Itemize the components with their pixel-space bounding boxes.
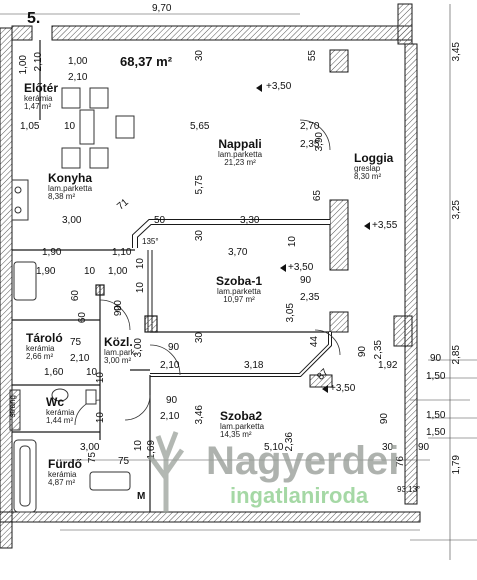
dim-v: 90 xyxy=(357,346,368,358)
room-szoba-1: Szoba-1 lam.parketta 10,97 m² xyxy=(216,274,263,304)
room-wc: Wc kerámia 1,44 m² xyxy=(46,395,75,425)
room-szoba2: Szoba2 lam.parketta 14,35 m² xyxy=(220,409,265,439)
room-kozl: Közl. lam.park. 3,00 m² xyxy=(104,335,137,365)
dim-h: 2,10 xyxy=(160,411,180,422)
dim-h: 3,70 xyxy=(228,247,248,258)
dim-h: 10 xyxy=(64,121,76,132)
dim-h: 5,65 xyxy=(190,121,210,132)
dim-top: 9,70 xyxy=(152,3,172,14)
unit-number: 5. xyxy=(27,10,41,27)
dim-h: 1,10 xyxy=(112,247,132,258)
bathroom-fixtures-icon xyxy=(9,261,131,513)
dim-h: 75 xyxy=(70,337,82,348)
dim-h: 2,70 xyxy=(300,121,320,132)
dim-right: 3,25 xyxy=(451,200,462,220)
dim-h: 1,90 xyxy=(42,247,62,258)
dim-h: 30 xyxy=(382,442,394,453)
room-eloter: Előtér kerámia 1,47 m² xyxy=(24,81,59,111)
dim-h: 1,00 xyxy=(68,56,88,67)
dimension-lines xyxy=(0,4,477,560)
dim-h: 3,00 xyxy=(62,215,82,226)
dim-h: 50 xyxy=(154,215,166,226)
room-konyha: Konyha lam.parketta 8,38 m² xyxy=(48,171,93,201)
elevation-markers xyxy=(256,84,370,393)
dim-h: 90 xyxy=(166,395,178,406)
dim-v: 30 xyxy=(194,332,205,344)
room-loggia: Loggia greslap 8,30 m² xyxy=(354,151,394,181)
meter-label: M xyxy=(137,491,146,502)
level-mark: +3,55 xyxy=(372,220,398,231)
dim-v: 30 xyxy=(194,230,205,242)
dim-h: 2,10 xyxy=(68,72,88,83)
dim-h: 90 xyxy=(430,353,442,364)
dim-v: 10 xyxy=(135,258,146,270)
dim-v: 30 xyxy=(194,50,205,62)
dim-v: 2,10 xyxy=(33,52,44,72)
interior-walls xyxy=(12,40,332,512)
dim-h: 1,60 xyxy=(44,367,64,378)
dim-v: 75 xyxy=(87,452,98,464)
dim-v: 65 xyxy=(312,190,323,202)
dim-right: 1,79 xyxy=(451,455,462,475)
dim-h: 10 xyxy=(84,266,96,277)
dining-table-icon xyxy=(61,87,135,169)
dim-h: 3,18 xyxy=(244,360,264,371)
dim-v: 60 xyxy=(70,290,81,302)
total-area: 68,37 m² xyxy=(120,54,173,69)
dim-h: 1,50 xyxy=(426,410,446,421)
dim-v: 3,00 xyxy=(133,338,144,358)
room-nappali: Nappali lam.parketta 21,23 m² xyxy=(218,137,263,167)
dim-right: 2,85 xyxy=(451,345,462,365)
kitchen-counter-icon xyxy=(11,179,29,221)
dim-h: 10 xyxy=(86,367,98,378)
dim-v: 5,75 xyxy=(194,175,205,195)
loggia-walls xyxy=(309,49,413,388)
dim-h: 1,50 xyxy=(426,371,446,382)
dim-h: 3,30 xyxy=(240,215,260,226)
dim-v: 90 xyxy=(113,300,124,312)
dim-v: 60 xyxy=(77,312,88,324)
dim-v: 1,00 xyxy=(18,55,29,75)
dim-h: 5,10 xyxy=(264,442,284,453)
nagyerdei-logo: Nagyerdei ingatlaniroda xyxy=(138,418,438,528)
dim-v: 10 xyxy=(95,372,106,384)
angle-label: 135° xyxy=(142,237,159,246)
angle-label: 93,13° xyxy=(397,485,421,494)
dim-h: 1,90 xyxy=(36,266,56,277)
room-furdo: Fürdő kerámia 4,87 m² xyxy=(48,457,82,487)
dim-h: 1,05 xyxy=(20,121,40,132)
dim-h: 2,10 xyxy=(70,353,90,364)
dim-h: 90 xyxy=(168,342,180,353)
dim-h: 1,00 xyxy=(108,266,128,277)
dim-h: 1,50 xyxy=(426,427,446,438)
outer-walls xyxy=(0,3,421,549)
dim-v: 10 xyxy=(95,412,106,424)
logo-brand: Nagyerdei xyxy=(206,439,400,483)
dim-v: 55 xyxy=(307,50,318,62)
dim-h: 90 xyxy=(300,275,312,286)
strang-label: strang xyxy=(8,395,17,418)
dim-v: 3,90 xyxy=(314,132,325,152)
dim-h: 3,00 xyxy=(80,442,100,453)
room-tarolo: Tároló kerámia 2,66 m² xyxy=(26,331,63,361)
level-mark: +3,50 xyxy=(288,262,314,273)
dim-v: 3,05 xyxy=(285,303,296,323)
dim-right: 3,45 xyxy=(451,42,462,62)
dim-v: 10 xyxy=(135,282,146,294)
dim-v: 10 xyxy=(287,236,298,248)
dim-v: 44 xyxy=(309,336,320,348)
level-mark: +3,50 xyxy=(266,81,292,92)
dim-h: 90 xyxy=(418,442,430,453)
dim-h: 2,35 xyxy=(300,292,320,303)
dim-h: 75 xyxy=(118,456,130,467)
tree-logo-icon xyxy=(147,431,185,513)
dim-h: 2,10 xyxy=(160,360,180,371)
dim-h: 1,92 xyxy=(378,360,398,371)
logo-sub: ingatlaniroda xyxy=(230,483,369,508)
dim-v: 2,35 xyxy=(373,340,384,360)
level-mark: +3,50 xyxy=(330,383,356,394)
dim-h: 2,35 xyxy=(300,139,320,150)
